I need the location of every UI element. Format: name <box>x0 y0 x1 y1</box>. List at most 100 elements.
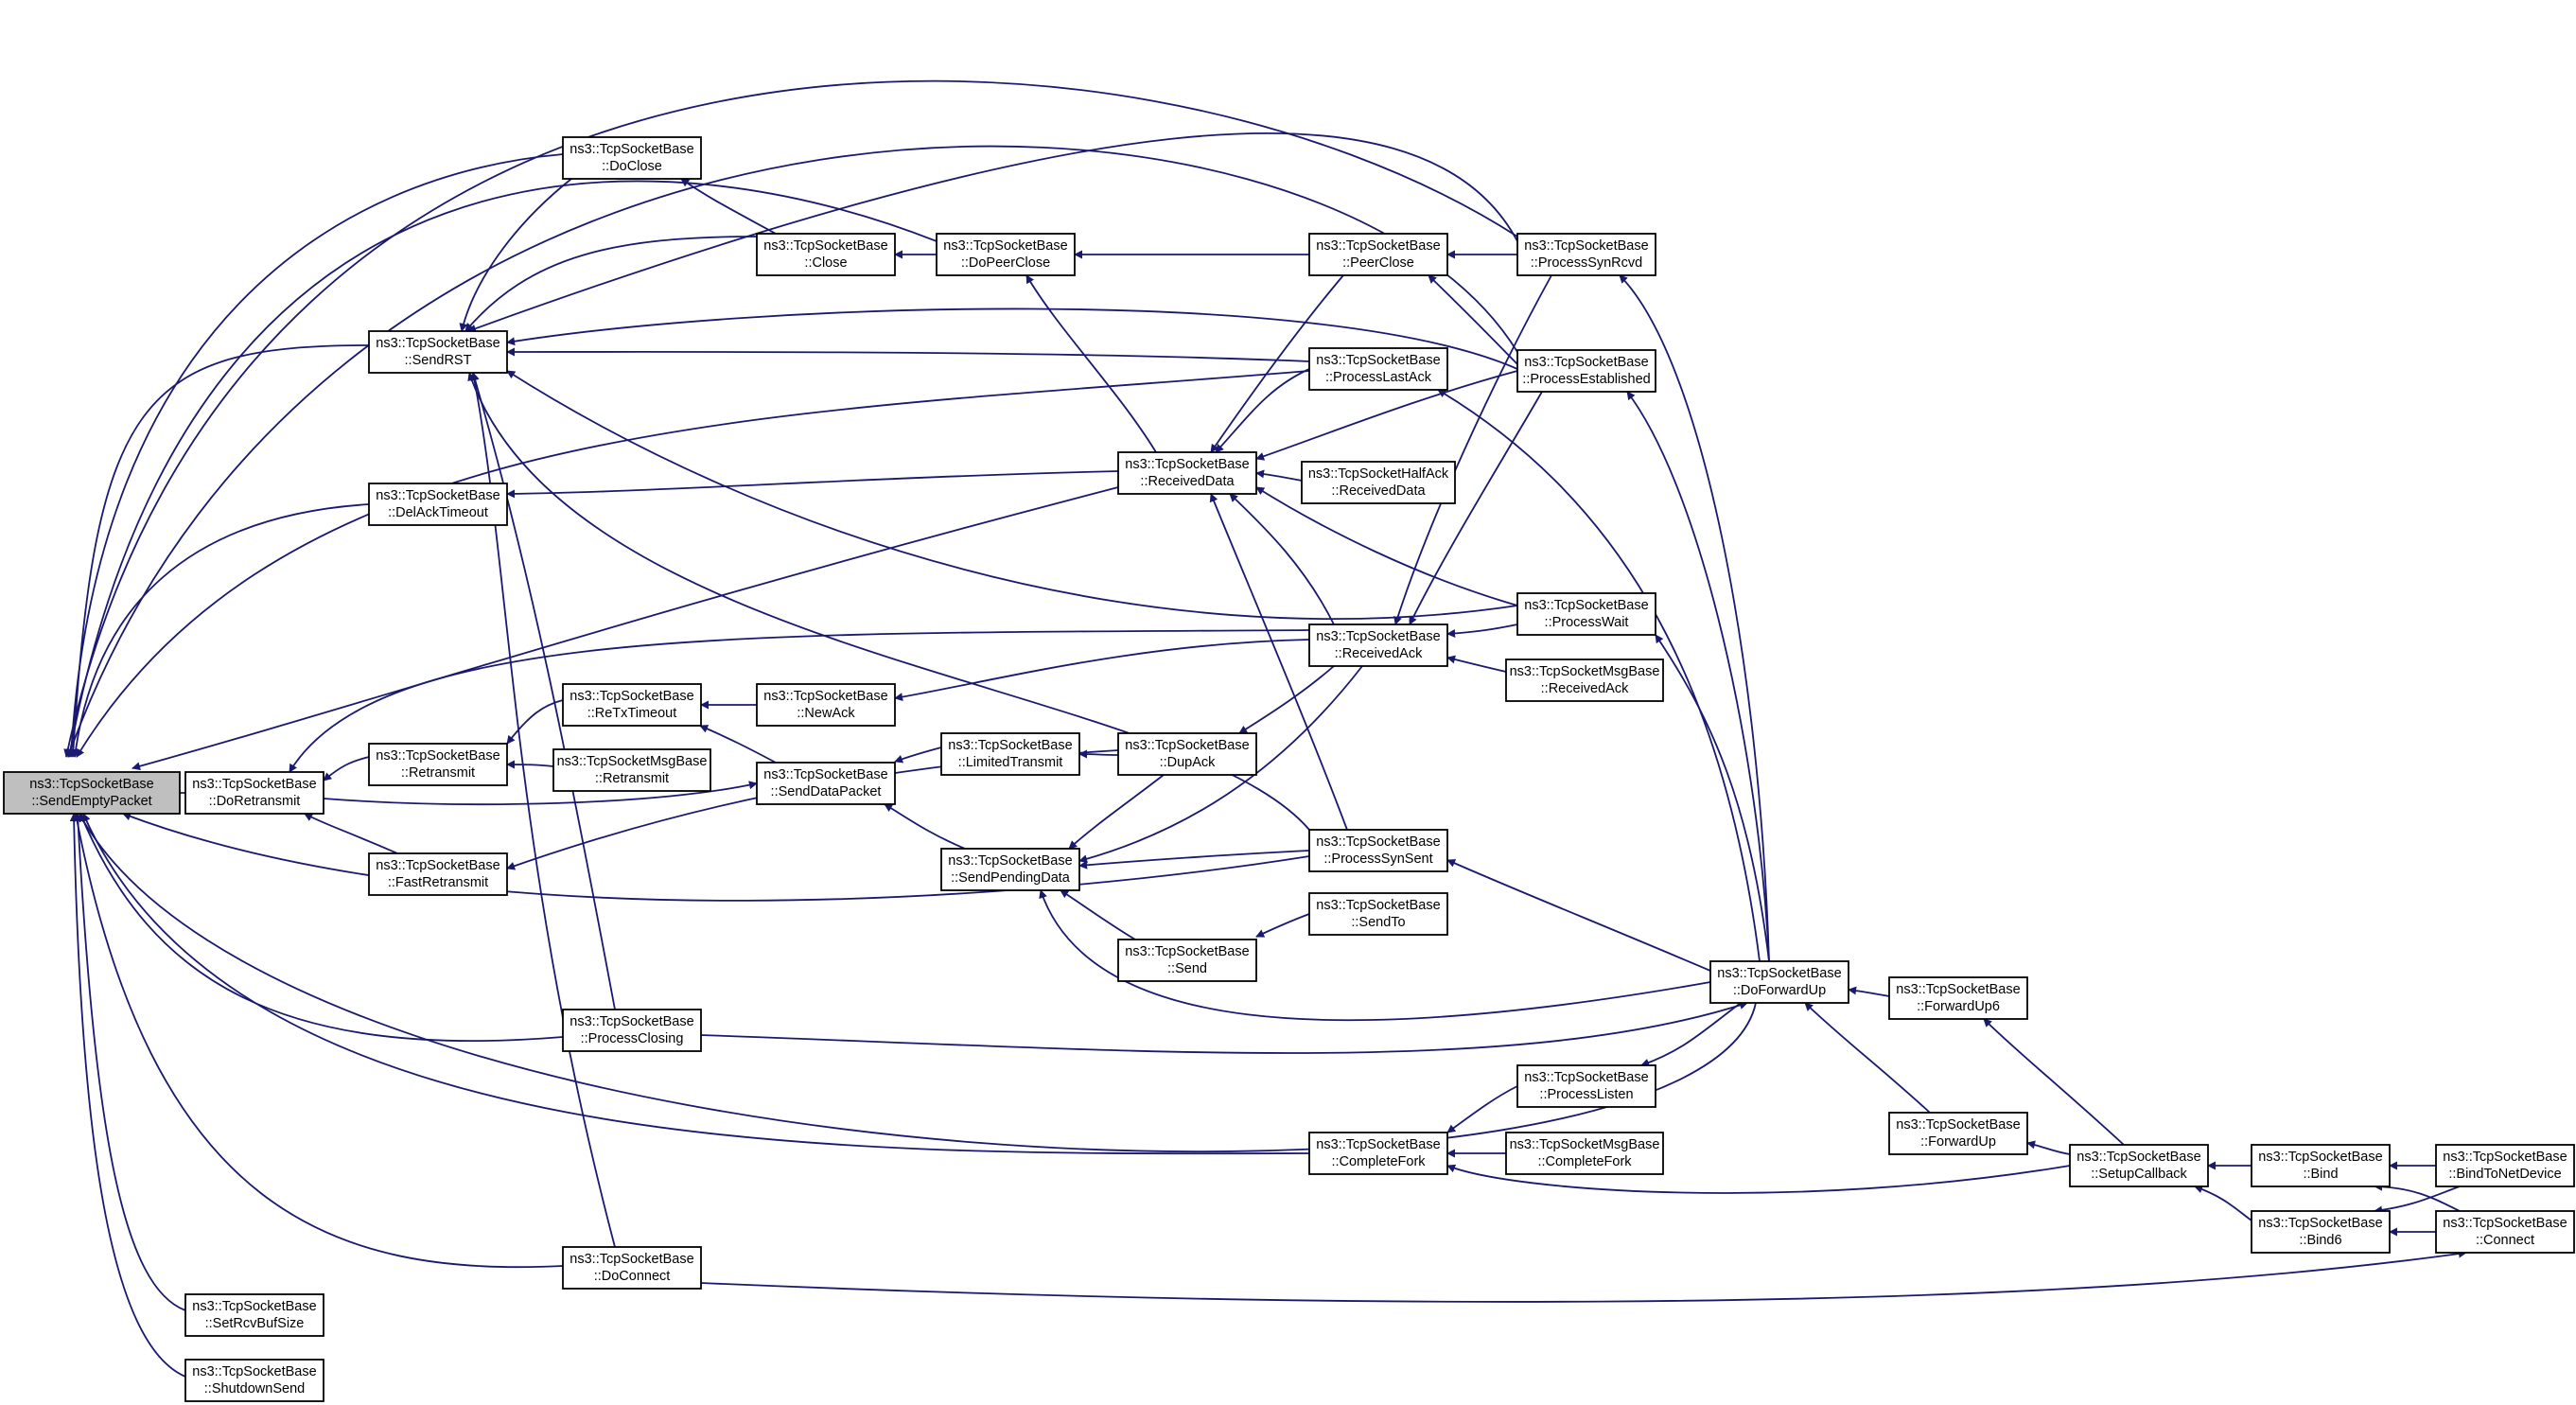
node-sendPendingData[interactable]: ns3::TcpSocketBase::SendPendingData <box>940 848 1080 891</box>
node-reTxTimeout[interactable]: ns3::TcpSocketBase::ReTxTimeout <box>562 683 702 727</box>
node-setRcvBufSize[interactable]: ns3::TcpSocketBase::SetRcvBufSize <box>184 1293 324 1337</box>
node-box[interactable] <box>756 233 896 276</box>
node-dupAck[interactable]: ns3::TcpSocketBase::DupAck <box>1117 732 1257 776</box>
node-method-label: ::ProcessSynRcvd <box>1531 255 1642 271</box>
node-setupCallback[interactable]: ns3::TcpSocketBase::SetupCallback <box>2069 1144 2209 1187</box>
node-box[interactable] <box>1516 1064 1656 1108</box>
node-box[interactable] <box>940 732 1080 776</box>
node-box[interactable] <box>2435 1144 2575 1187</box>
node-box[interactable] <box>184 771 324 815</box>
node-send[interactable]: ns3::TcpSocketBase::Send <box>1117 939 1257 982</box>
node-fastRetransmit[interactable]: ns3::TcpSocketBase::FastRetransmit <box>368 852 508 896</box>
node-processWait[interactable]: ns3::TcpSocketBase::ProcessWait <box>1516 592 1656 636</box>
node-box[interactable] <box>368 330 508 374</box>
node-class-label: ns3::TcpSocketBase <box>376 858 499 873</box>
node-msgCompleteFork[interactable]: ns3::TcpSocketMsgBase::CompleteFork <box>1505 1132 1664 1175</box>
node-box[interactable] <box>1308 829 1448 872</box>
node-box[interactable] <box>562 136 702 180</box>
node-box[interactable] <box>368 852 508 896</box>
node-box[interactable] <box>756 762 896 805</box>
node-box[interactable] <box>1516 349 1656 393</box>
node-processSynSent[interactable]: ns3::TcpSocketBase::ProcessSynSent <box>1308 829 1448 872</box>
node-box[interactable] <box>1308 1132 1448 1175</box>
node-doPeerClose[interactable]: ns3::TcpSocketBase::DoPeerClose <box>936 233 1076 276</box>
node-method-label: ::Close <box>804 255 847 271</box>
node-method-label: ::DoPeerClose <box>961 255 1050 271</box>
node-doConnect[interactable]: ns3::TcpSocketBase::DoConnect <box>562 1246 702 1290</box>
node-processSynRcvd[interactable]: ns3::TcpSocketBase::ProcessSynRcvd <box>1516 233 1656 276</box>
node-box[interactable] <box>1308 347 1448 391</box>
node-newAck[interactable]: ns3::TcpSocketBase::NewAck <box>756 683 896 727</box>
node-box[interactable] <box>552 748 711 792</box>
node-box[interactable] <box>1709 960 1849 1004</box>
node-box[interactable] <box>1505 1132 1664 1175</box>
node-class-label: ns3::TcpSocketBase <box>29 777 153 792</box>
node-box[interactable] <box>1308 623 1448 667</box>
node-method-label: ::CompleteFork <box>1537 1154 1632 1169</box>
node-box[interactable] <box>1117 451 1257 495</box>
node-completeFork[interactable]: ns3::TcpSocketBase::CompleteFork <box>1308 1132 1448 1175</box>
node-doClose[interactable]: ns3::TcpSocketBase::DoClose <box>562 136 702 180</box>
node-delAckTimeout[interactable]: ns3::TcpSocketBase::DelAckTimeout <box>368 483 508 526</box>
node-box[interactable] <box>936 233 1076 276</box>
node-box[interactable] <box>368 483 508 526</box>
node-box[interactable] <box>562 1009 702 1052</box>
node-msgReceivedAck[interactable]: ns3::TcpSocketMsgBase::ReceivedAck <box>1505 659 1664 702</box>
node-bind[interactable]: ns3::TcpSocketBase::Bind <box>2251 1144 2391 1187</box>
node-sendDataPacket[interactable]: ns3::TcpSocketBase::SendDataPacket <box>756 762 896 805</box>
edge-send-to-sendPendingData <box>1060 889 1136 940</box>
node-receivedAck[interactable]: ns3::TcpSocketBase::ReceivedAck <box>1308 623 1448 667</box>
node-box[interactable] <box>562 1246 702 1290</box>
node-box[interactable] <box>1888 976 2028 1020</box>
node-shutdownSend[interactable]: ns3::TcpSocketBase::ShutdownSend <box>184 1359 324 1402</box>
node-bindToNetDevice[interactable]: ns3::TcpSocketBase::BindToNetDevice <box>2435 1144 2575 1187</box>
node-receivedData[interactable]: ns3::TcpSocketBase::ReceivedData <box>1117 451 1257 495</box>
node-method-label: ::Retransmit <box>401 765 475 781</box>
node-forwardUp[interactable]: ns3::TcpSocketBase::ForwardUp <box>1888 1112 2028 1155</box>
node-box[interactable] <box>1888 1112 2028 1155</box>
node-msgRetransmit[interactable]: ns3::TcpSocketMsgBase::Retransmit <box>552 748 711 792</box>
node-retransmit[interactable]: ns3::TcpSocketBase::Retransmit <box>368 743 508 786</box>
node-sendRST[interactable]: ns3::TcpSocketBase::SendRST <box>368 330 508 374</box>
node-halfAckReceivedData[interactable]: ns3::TcpSocketHalfAck::ReceivedData <box>1301 461 1456 504</box>
node-box[interactable] <box>1301 461 1456 504</box>
node-box[interactable] <box>368 743 508 786</box>
node-box[interactable] <box>2251 1144 2391 1187</box>
node-processListen[interactable]: ns3::TcpSocketBase::ProcessListen <box>1516 1064 1656 1108</box>
node-processClosing[interactable]: ns3::TcpSocketBase::ProcessClosing <box>562 1009 702 1052</box>
node-class-label: ns3::TcpSocketBase <box>1316 238 1440 254</box>
node-box[interactable] <box>1117 732 1257 776</box>
node-box[interactable] <box>2069 1144 2209 1187</box>
node-box[interactable] <box>1516 233 1656 276</box>
node-box[interactable] <box>1117 939 1257 982</box>
node-sendTo[interactable]: ns3::TcpSocketBase::SendTo <box>1308 892 1448 936</box>
node-box[interactable] <box>1516 592 1656 636</box>
node-box[interactable] <box>940 848 1080 891</box>
node-method-label: ::Bind6 <box>2299 1233 2341 1248</box>
node-close[interactable]: ns3::TcpSocketBase::Close <box>756 233 896 276</box>
node-sendEmptyPacket[interactable]: ns3::TcpSocketBase::SendEmptyPacket <box>3 771 181 815</box>
node-box[interactable] <box>2435 1210 2575 1254</box>
node-box[interactable] <box>1308 892 1448 936</box>
node-box[interactable] <box>3 771 181 815</box>
node-limitedTransmit[interactable]: ns3::TcpSocketBase::LimitedTransmit <box>940 732 1080 776</box>
node-box[interactable] <box>756 683 896 727</box>
node-peerClose[interactable]: ns3::TcpSocketBase::PeerClose <box>1308 233 1448 276</box>
node-box[interactable] <box>562 683 702 727</box>
node-box[interactable] <box>184 1293 324 1337</box>
node-doForwardUp[interactable]: ns3::TcpSocketBase::DoForwardUp <box>1709 960 1849 1004</box>
node-processLastAck[interactable]: ns3::TcpSocketBase::ProcessLastAck <box>1308 347 1448 391</box>
edge-setupCallback-to-forwardUp <box>2026 1140 2071 1155</box>
node-bind6[interactable]: ns3::TcpSocketBase::Bind6 <box>2251 1210 2391 1254</box>
node-box[interactable] <box>1308 233 1448 276</box>
node-doRetransmit[interactable]: ns3::TcpSocketBase::DoRetransmit <box>184 771 324 815</box>
node-class-label: ns3::TcpSocketMsgBase <box>1510 664 1660 679</box>
node-box[interactable] <box>1505 659 1664 702</box>
node-connect[interactable]: ns3::TcpSocketBase::Connect <box>2435 1210 2575 1254</box>
node-forwardUp6[interactable]: ns3::TcpSocketBase::ForwardUp6 <box>1888 976 2028 1020</box>
node-box[interactable] <box>184 1359 324 1402</box>
edge-processWait-to-receivedData <box>1255 486 1518 606</box>
node-box[interactable] <box>2251 1210 2391 1254</box>
node-class-label: ns3::TcpSocketBase <box>1524 1070 1648 1085</box>
node-processEstablished[interactable]: ns3::TcpSocketBase::ProcessEstablished <box>1516 349 1656 393</box>
